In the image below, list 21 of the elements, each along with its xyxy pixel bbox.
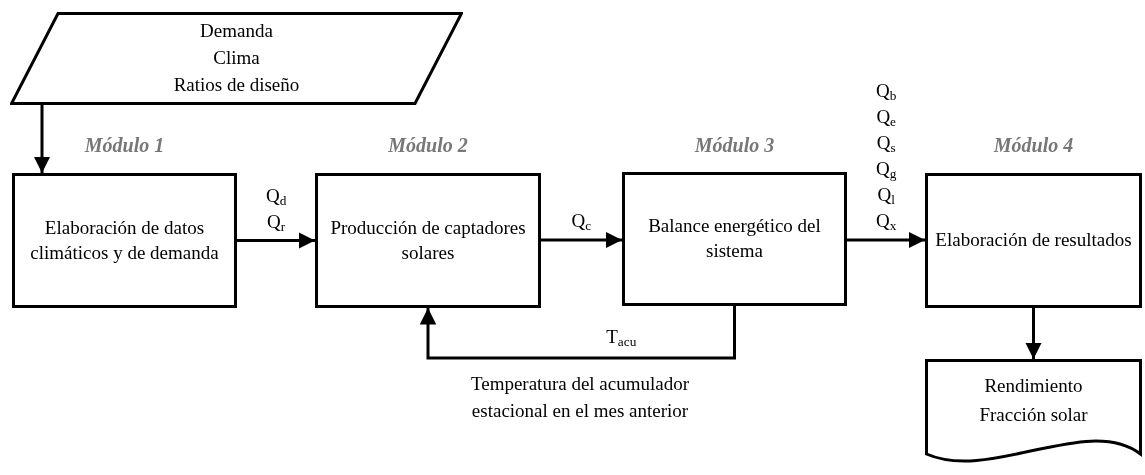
arrow [419,306,736,360]
note-text: Temperatura del acumulador estacional en el mes anterior [469,372,691,423]
arrow [541,231,622,249]
input-item: Ratios de diseño [172,73,301,97]
output-item: Fracción solar [978,403,1089,427]
process-box: Balance energético del sistema [622,172,847,306]
input-parallelogram [10,12,463,105]
arrow [847,231,925,249]
input-item: Clima [212,46,261,70]
arrow [33,105,51,173]
arrow [1025,308,1042,359]
process-box: Elaboración de datos climáticos y de demanda [12,173,237,308]
module-heading: Módulo 4 [992,133,1075,157]
module-heading: Módulo 2 [387,133,469,157]
module-heading: Módulo 1 [83,133,166,157]
process-box: Producción de captadores solares [315,173,541,308]
input-item: Demanda [199,19,274,43]
arrow [237,232,315,249]
output-item: Rendimiento [983,374,1084,398]
process-box: Elaboración de resultados [925,173,1142,308]
module-heading: Módulo 3 [693,133,776,157]
